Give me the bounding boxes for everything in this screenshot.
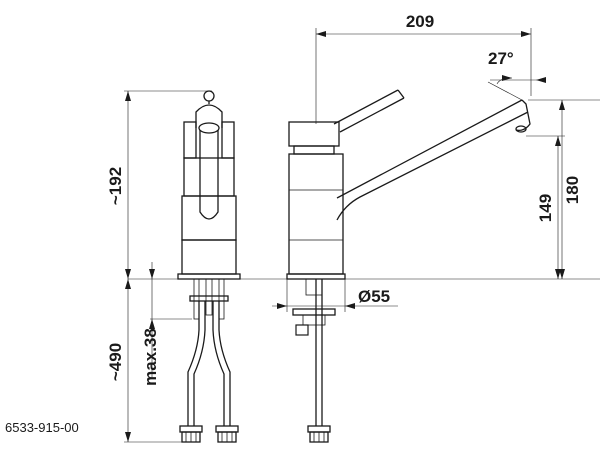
dim-label-192: ~192 [106, 167, 125, 205]
dimension-max38: max.38 [141, 262, 192, 386]
dimension-209: 209 [315, 12, 532, 124]
part-number: 6533-915-00 [5, 420, 79, 435]
dimension-149: 149 [526, 135, 565, 279]
dim-label-max38: max.38 [141, 328, 160, 386]
dimension-192: ~192 [106, 90, 212, 279]
front-view [177, 90, 241, 443]
dimension-27-angle: 27° [487, 49, 546, 101]
dim-label-180: 180 [563, 176, 582, 204]
dim-label-55: Ø55 [358, 287, 390, 306]
side-view [286, 89, 531, 443]
dim-label-209: 209 [406, 12, 434, 31]
dim-label-27: 27° [488, 49, 514, 68]
dimension-diameter-55: Ø55 [272, 279, 398, 312]
dimension-180: 180 [528, 99, 600, 279]
dimension-490: ~490 [106, 279, 200, 443]
dim-label-149: 149 [536, 194, 555, 222]
dim-label-490: ~490 [106, 343, 125, 381]
